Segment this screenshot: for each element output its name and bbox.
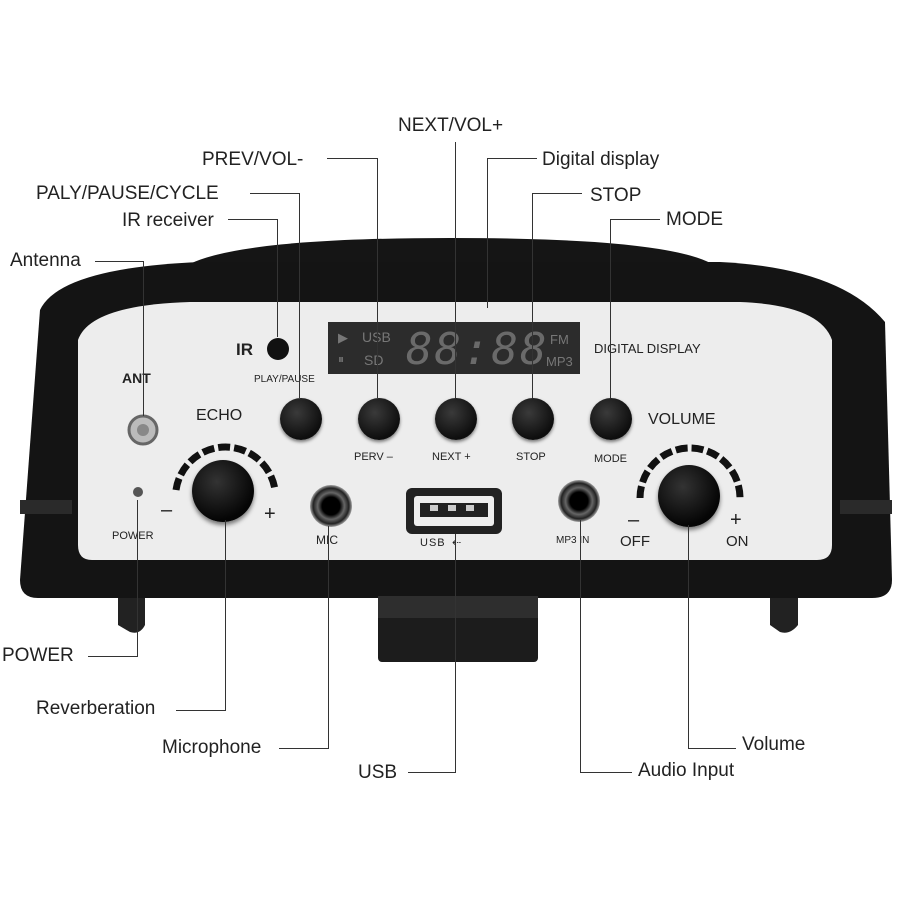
echo-scale (172, 443, 279, 491)
callout-digital-display: Digital display (542, 149, 660, 170)
volume-plus-label: + (730, 509, 742, 531)
play-pause-button[interactable] (280, 398, 322, 440)
pause-indicator: ⏸ (338, 352, 345, 366)
digital-display: ▶ USB ⏸ SD 88:88 FM MP3 (328, 322, 580, 375)
power-led (133, 487, 143, 497)
next-button[interactable] (435, 398, 477, 440)
on-label: ON (726, 533, 749, 550)
play-pause-label: PLAY/PAUSE (254, 374, 315, 385)
stop-button[interactable] (512, 398, 554, 440)
echo-knob[interactable] (192, 460, 254, 522)
volume-minus-label: – (628, 509, 640, 531)
echo-label: ECHO (196, 407, 243, 424)
callout-power: POWER (2, 645, 74, 666)
right-foot (770, 598, 798, 633)
mp3-in-label: MP3 IN (556, 535, 590, 546)
callout-next-vol: NEXT/VOL+ (398, 115, 504, 136)
volume-scale (636, 444, 744, 499)
callout-prev-vol: PREV/VOL- (202, 149, 304, 170)
usb-indicator: USB (362, 329, 391, 345)
perv-label: PERV – (354, 451, 393, 463)
mp3-in-jack[interactable] (558, 480, 600, 522)
sd-indicator: SD (364, 352, 384, 368)
callout-reverberation: Reverberation (36, 698, 156, 719)
echo-plus-label: + (264, 503, 276, 525)
ir-receiver (267, 338, 289, 360)
prev-button[interactable] (358, 398, 400, 440)
volume-knob[interactable] (658, 465, 720, 527)
callout-stop: STOP (590, 185, 642, 206)
stop-label: STOP (516, 451, 546, 463)
callout-volume: Volume (742, 734, 806, 755)
off-label: OFF (620, 533, 650, 550)
volume-label: VOLUME (648, 411, 716, 428)
callout-mode: MODE (666, 209, 723, 230)
mic-label: MIC (316, 533, 338, 547)
fm-indicator: FM (550, 332, 569, 347)
usb-panel-label: USB (420, 537, 446, 549)
digital-display-label: DIGITAL DISPLAY (594, 341, 701, 356)
callout-usb: USB (358, 762, 398, 783)
callout-microphone: Microphone (162, 737, 262, 758)
mic-jack[interactable] (310, 485, 352, 527)
callout-antenna: Antenna (10, 250, 81, 271)
play-indicator: ▶ (338, 330, 348, 345)
ant-label: ANT (122, 370, 151, 386)
callout-play-pause-cycle: PALY/PAUSE/CYCLE (36, 183, 219, 204)
power-panel-label: POWER (112, 530, 154, 542)
next-label: NEXT + (432, 451, 471, 463)
callout-ir-receiver: IR receiver (122, 210, 214, 231)
echo-minus-label: – (161, 499, 173, 521)
mode-button[interactable] (590, 398, 632, 440)
display-digits: 88:88 (406, 324, 549, 375)
mode-label: MODE (594, 453, 627, 465)
usb-symbol-icon: ⇠ (452, 537, 462, 549)
ir-label: IR (236, 340, 253, 359)
callout-audio-input: Audio Input (638, 760, 735, 781)
left-foot (118, 598, 145, 633)
mp3-indicator: MP3 (546, 354, 573, 369)
